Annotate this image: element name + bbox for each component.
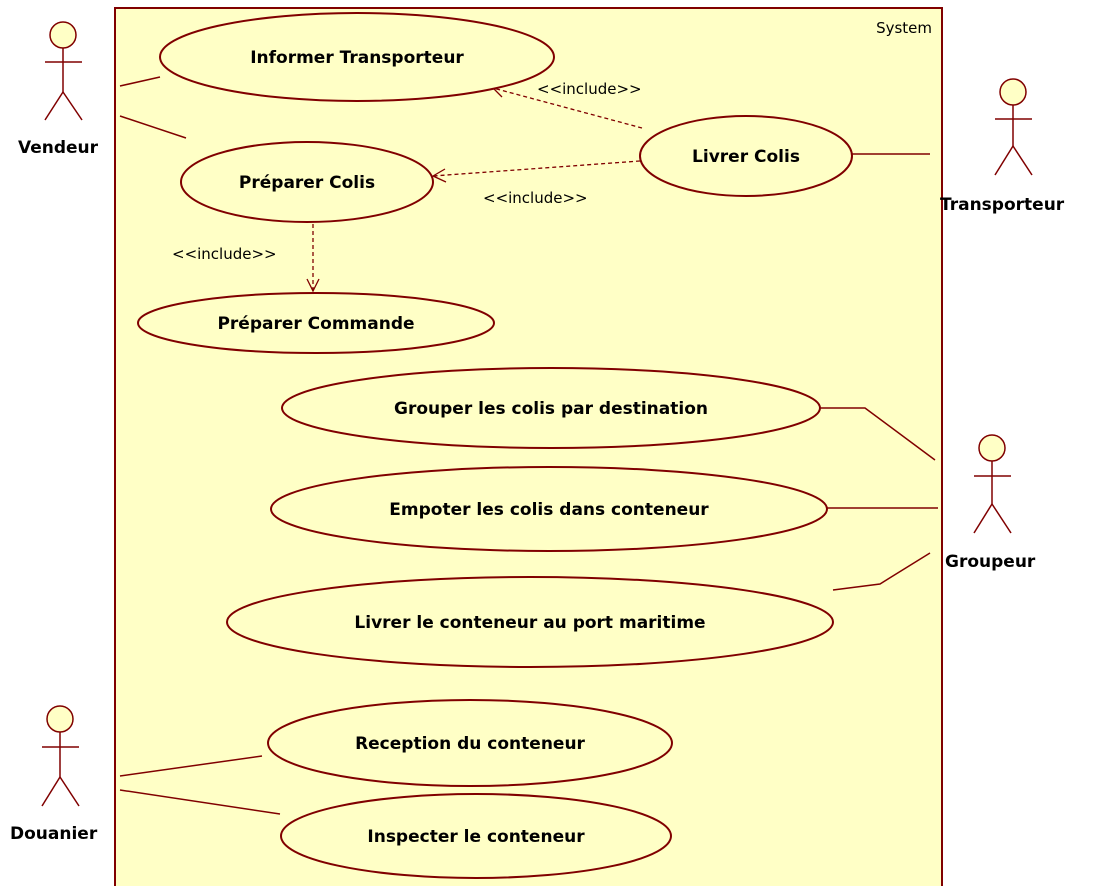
use-case-ellipse [281,367,821,449]
association-douanier-inspecter[interactable] [119,789,281,815]
use-case-ellipse [180,141,434,223]
use-case-livrer-conteneur[interactable]: Livrer le conteneur au port maritime [226,576,834,668]
stick-figure-icon [994,78,1033,176]
use-case-livrer-colis[interactable]: Livrer Colis [639,115,853,197]
use-case-ellipse [639,115,853,197]
actor-transporteur[interactable]: Transporteur [940,78,1065,215]
use-case-label: Livrer le conteneur au port maritime [354,613,705,633]
use-case-ellipse [280,793,672,879]
actor-vendeur[interactable]: Vendeur [18,21,99,158]
use-case-label: Reception du conteneur [355,734,585,754]
use-case-ellipse [226,576,834,668]
association-groupeur-grouper[interactable] [820,407,936,461]
system-label: System [876,19,932,37]
actor-douanier[interactable]: Douanier [10,705,98,844]
stick-figure-icon [44,21,83,121]
association-vendeur-preparer-colis[interactable] [119,115,187,139]
use-case-label: Grouper les colis par destination [394,399,708,419]
use-case-label: Informer Transporteur [250,48,464,68]
association-vendeur-informer[interactable] [119,76,161,87]
association-douanier-reception[interactable] [119,755,263,777]
include-arrowhead-commande [306,278,320,293]
include-arrowhead-preparer-colis [431,168,447,183]
actor-label: Vendeur [18,138,99,158]
stick-figure-icon [973,434,1012,534]
use-case-reception-conteneur[interactable]: Reception du conteneur [267,699,673,787]
include-label-livrer-informer: <<include>> [537,80,642,98]
use-case-inspecter-conteneur[interactable]: Inspecter le conteneur [280,793,672,879]
use-case-empoter-colis[interactable]: Empoter les colis dans conteneur [270,466,828,552]
actor-label: Transporteur [940,195,1065,215]
use-case-ellipse [159,12,555,102]
include-label-colis-commande: <<include>> [172,245,277,263]
actor-groupeur[interactable]: Groupeur [945,434,1036,572]
use-case-label: Empoter les colis dans conteneur [389,500,709,520]
use-case-preparer-commande[interactable]: Préparer Commande [137,292,495,354]
use-case-ellipse [267,699,673,787]
use-case-label: Préparer Colis [239,173,375,193]
include-line-livrer-informer[interactable] [492,87,643,129]
associations [119,76,938,815]
actor-label: Douanier [10,824,98,844]
use-case-ellipse [137,292,495,354]
association-groupeur-livrer-conteneur[interactable] [832,552,931,591]
use-case-informer-transporteur[interactable]: Informer Transporteur [159,12,555,102]
use-case-preparer-colis[interactable]: Préparer Colis [180,141,434,223]
use-case-grouper-colis[interactable]: Grouper les colis par destination [281,367,821,449]
include-label-livrer-preparer: <<include>> [483,189,588,207]
use-case-label: Inspecter le conteneur [367,827,585,847]
use-case-ellipse [270,466,828,552]
actor-label: Groupeur [945,552,1036,572]
use-case-label: Livrer Colis [692,147,800,167]
use-case-label: Préparer Commande [217,314,414,334]
stick-figure-icon [41,705,80,807]
